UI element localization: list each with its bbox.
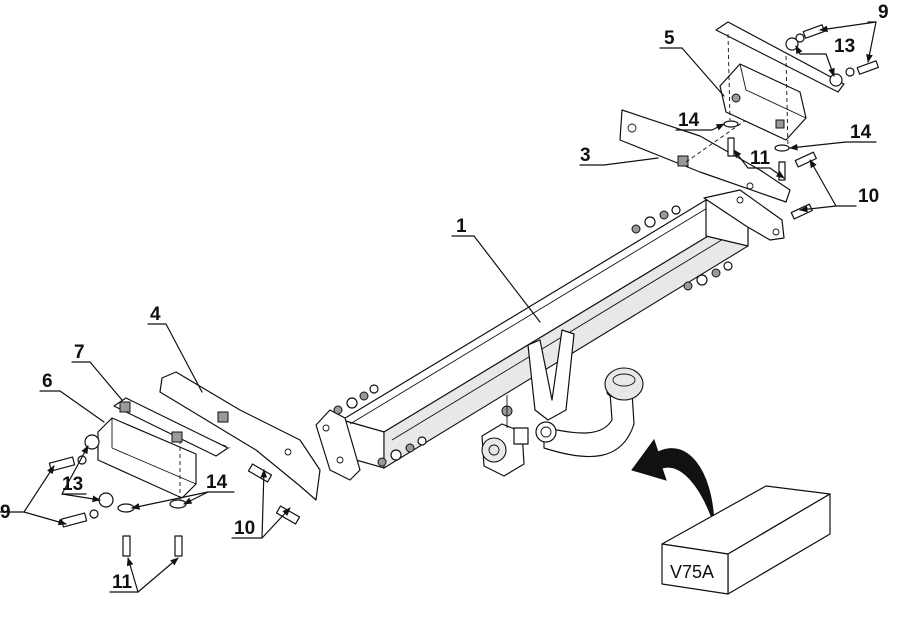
callout-13-right: 13 — [834, 36, 855, 57]
callout-6: 6 — [42, 371, 53, 392]
crossbar-bolt-hardware — [333, 205, 733, 467]
callout-1: 1 — [456, 216, 467, 237]
callout-10-left: 10 — [234, 518, 255, 539]
callout-14-right-top: 14 — [678, 110, 700, 131]
left-clamp-plate-part-7 — [113, 397, 229, 457]
callout-7: 7 — [74, 342, 85, 363]
callout-3: 3 — [580, 145, 591, 166]
callout-14-left: 14 — [206, 472, 228, 493]
electrical-socket-plate — [481, 395, 529, 477]
callout-5: 5 — [664, 28, 675, 49]
leader-lines — [0, 21, 877, 593]
callout-11-left: 11 — [112, 572, 133, 593]
right-clamp-plate — [715, 21, 845, 151]
ball-type-box: V75A — [661, 485, 831, 595]
curved-arrow-icon — [631, 438, 715, 525]
callout-13-left: 13 — [62, 474, 83, 495]
left-side-arm-part-4 — [159, 371, 321, 501]
callout-10-right: 10 — [858, 186, 879, 207]
ball-type-label: V75A — [670, 562, 714, 582]
callout-9-left: 9 — [0, 502, 11, 523]
callout-11-right: 11 — [750, 148, 771, 169]
callout-4: 4 — [150, 304, 161, 325]
crossbar-part-1 — [315, 189, 785, 481]
right-bracket-part-5 — [719, 63, 807, 141]
callout-14-right: 14 — [850, 122, 872, 143]
tow-ball-neck — [535, 367, 644, 458]
callout-9-right: 9 — [878, 2, 889, 23]
